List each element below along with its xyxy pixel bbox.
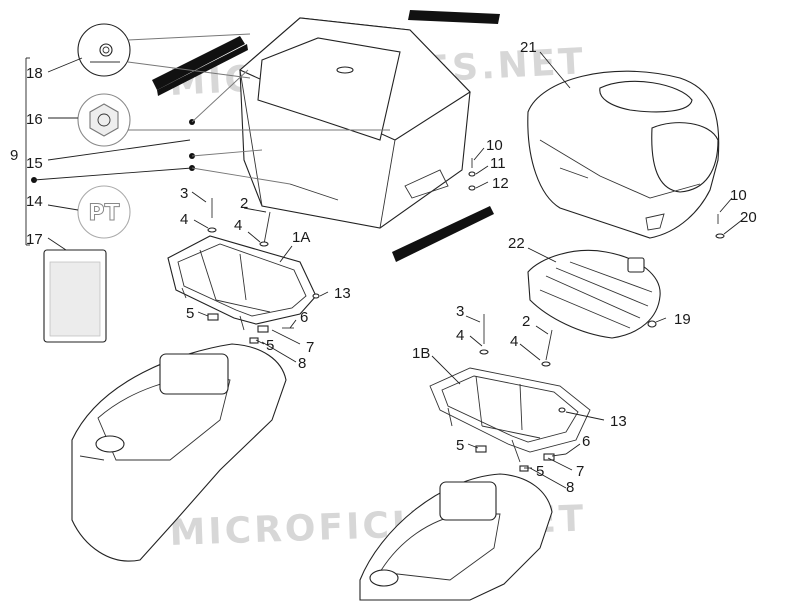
scooter-rear-left bbox=[71, 343, 287, 562]
callout-6-right: 6 bbox=[582, 433, 590, 450]
callout-2-left: 2 bbox=[240, 195, 248, 212]
callout-labels: 18 16 9 15 14 17 3 2 4 4 1A 13 5 6 5 7 8… bbox=[10, 39, 757, 496]
emblem-circle bbox=[77, 93, 131, 147]
callout-7-right: 7 bbox=[576, 463, 584, 480]
scooter-rear-right bbox=[359, 473, 553, 601]
callout-8-right: 8 bbox=[566, 479, 574, 496]
callout-20: 20 bbox=[740, 209, 757, 226]
callout-18: 18 bbox=[26, 65, 43, 82]
callout-4-left-b: 4 bbox=[234, 217, 242, 234]
pt-badge-text: PT bbox=[88, 201, 119, 226]
callout-6-left: 6 bbox=[300, 309, 308, 326]
callout-13-left: 13 bbox=[334, 285, 351, 302]
rack-1b bbox=[429, 367, 591, 463]
rack-1a bbox=[167, 235, 317, 331]
callout-5-right-b: 5 bbox=[536, 463, 544, 480]
detail-bolt-circle bbox=[77, 23, 131, 77]
callout-22: 22 bbox=[508, 235, 525, 252]
callout-12: 12 bbox=[492, 175, 509, 192]
leader-lines bbox=[25, 33, 743, 489]
callout-15: 15 bbox=[26, 155, 43, 172]
callout-4-right-b: 4 bbox=[510, 333, 518, 350]
callout-4-right-a: 4 bbox=[456, 327, 464, 344]
callout-13-right: 13 bbox=[610, 413, 627, 430]
callout-11: 11 bbox=[490, 155, 506, 172]
callout-21: 21 bbox=[520, 39, 537, 56]
top-case-box bbox=[152, 10, 500, 262]
callout-10-right: 10 bbox=[730, 187, 747, 204]
pt-badge-circle: PT bbox=[77, 185, 131, 239]
callout-2-right: 2 bbox=[522, 313, 530, 330]
callout-1a: 1A bbox=[292, 229, 310, 246]
callout-4-left-a: 4 bbox=[180, 211, 188, 228]
callout-7-left: 7 bbox=[306, 339, 314, 356]
top-case-with-lid bbox=[527, 70, 720, 239]
callout-8-left: 8 bbox=[298, 355, 306, 372]
document-bag bbox=[43, 249, 107, 343]
callout-16: 16 bbox=[26, 111, 43, 128]
callout-9: 9 bbox=[10, 147, 18, 164]
callout-3-right: 3 bbox=[456, 303, 464, 320]
callout-14: 14 bbox=[26, 193, 43, 210]
hardware-parts bbox=[207, 158, 725, 472]
callout-5-left-a: 5 bbox=[186, 305, 194, 322]
callout-5-left-b: 5 bbox=[266, 337, 274, 354]
callout-19: 19 bbox=[674, 311, 691, 328]
callout-5-right-a: 5 bbox=[456, 437, 464, 454]
mounting-plate bbox=[527, 249, 661, 339]
callout-3-left: 3 bbox=[180, 185, 188, 202]
callout-17: 17 bbox=[26, 231, 43, 248]
callout-1b: 1B bbox=[412, 345, 430, 362]
callout-10-mid: 10 bbox=[486, 137, 503, 154]
